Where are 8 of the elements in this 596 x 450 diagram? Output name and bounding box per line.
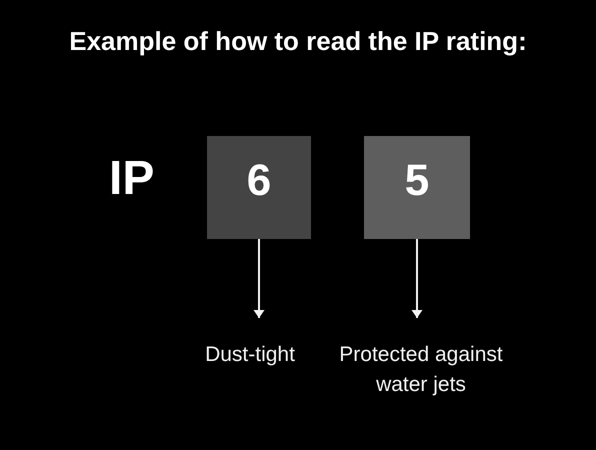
title: Example of how to read the IP rating: [69, 25, 527, 57]
rating-box: 5 [364, 136, 470, 239]
description-text: Protected against water jets [338, 342, 504, 398]
code-label: IP [109, 155, 154, 203]
description-text: Dust-tight [205, 342, 295, 368]
rating-box: 6 [207, 136, 311, 239]
arrow [412, 239, 422, 318]
arrow [254, 239, 264, 318]
